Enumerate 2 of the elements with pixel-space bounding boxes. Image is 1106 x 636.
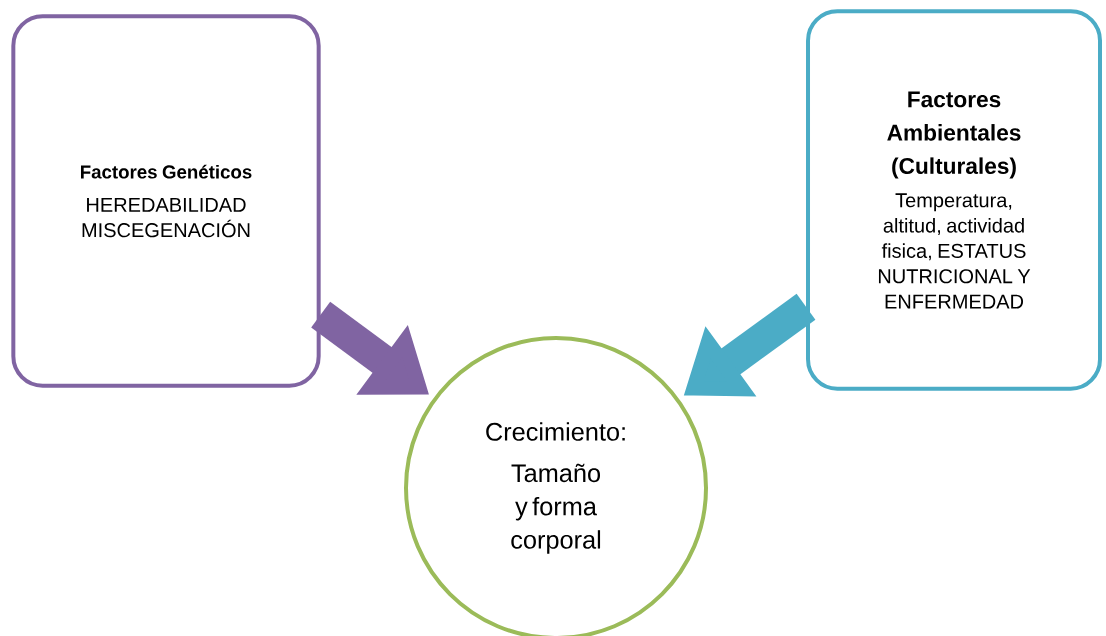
factor-box: Factores Genéticos HEREDABILIDAD MISCEGENACIÓN: [11, 14, 321, 388]
factor-box: Factores Ambientales (Culturales) Temperatura, altitud, actividad fisica, ESTATUS NUTRICIONAL Y ENFERMEDAD: [806, 9, 1102, 391]
